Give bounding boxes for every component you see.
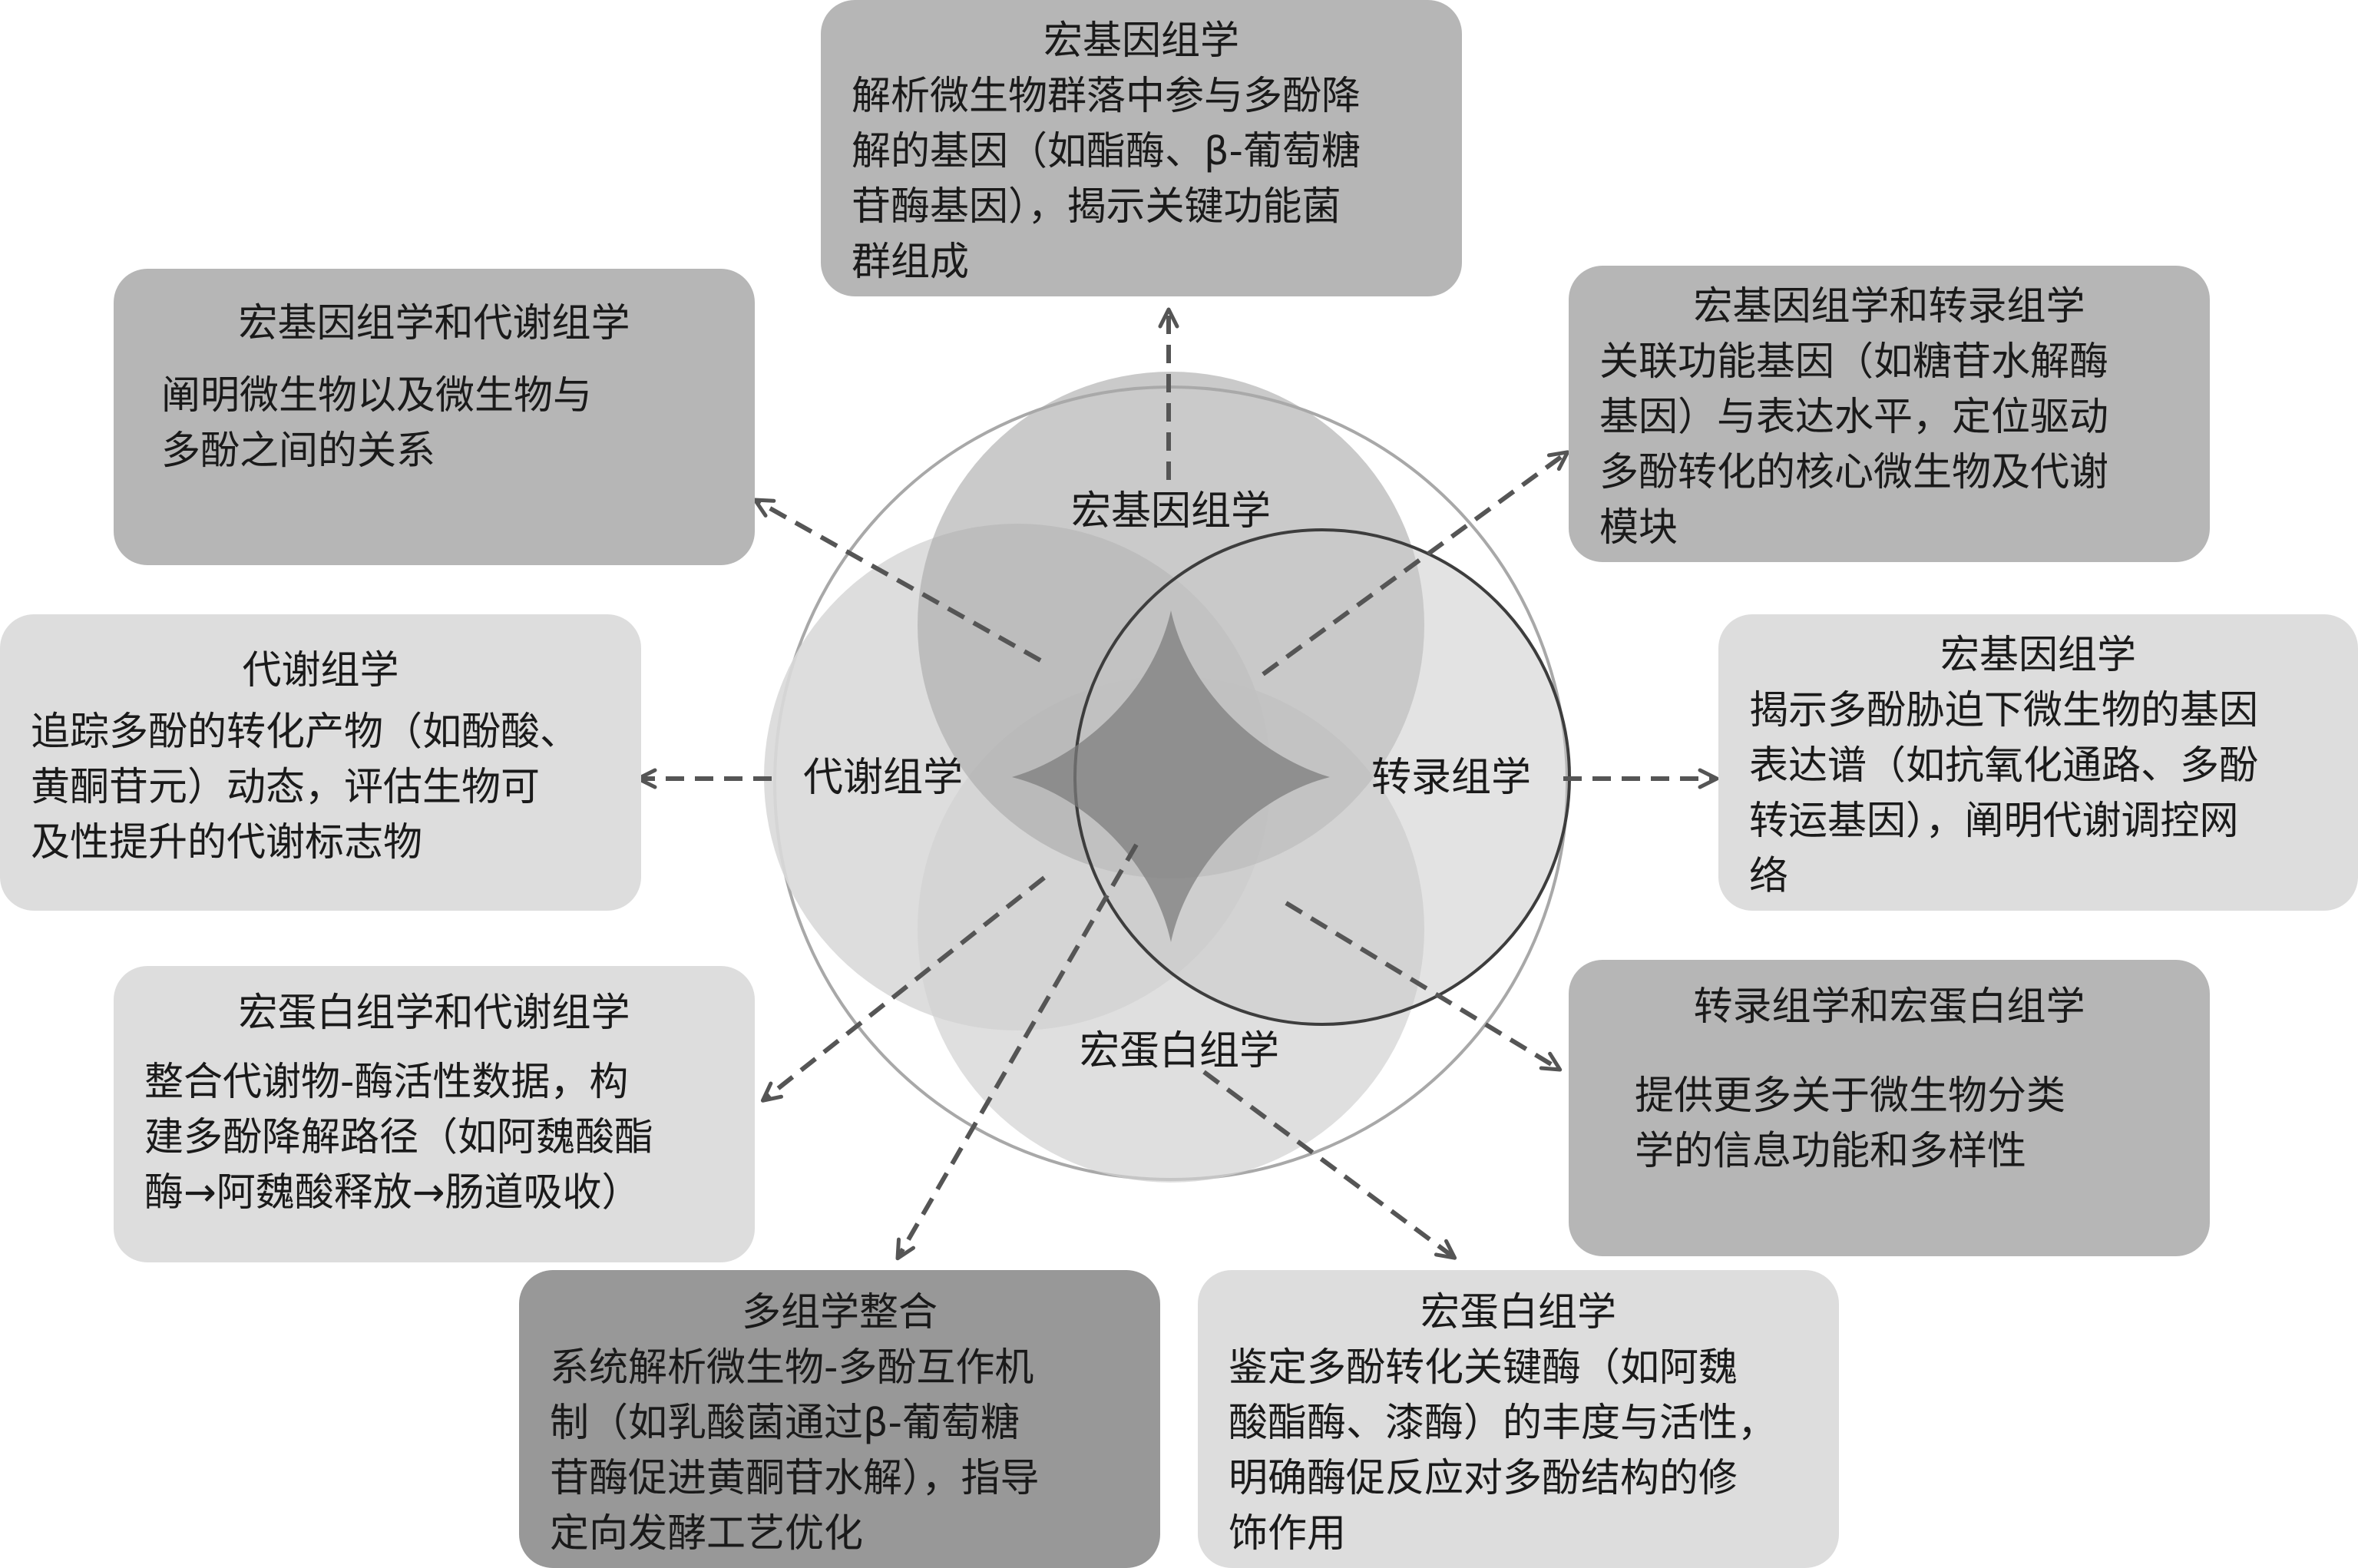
box-metaproteomics-metabolomics: 宏蛋白组学和代谢组学 整合代谢物-酶活性数据，构 建多酚降解路径（如阿魏酸酯 酶… (114, 966, 755, 1262)
box-text: 鉴定多酚转化关键酶（如阿魏 酸酯酶、漆酶）的丰度与活性， 明确酶促反应对多酚结构… (1229, 1345, 1778, 1556)
circle-label-top: 宏基因组学 (1071, 488, 1271, 534)
box-text: 系统解析微生物-多酚互作机 制（如乳酸菌通过β-葡萄糖 苷酶促进黄酮苷水解），指… (550, 1345, 1040, 1556)
arrow-to-top-left (752, 498, 1042, 663)
arrow-to-bottom-left (760, 875, 1046, 1103)
box-title: 转录组学和宏蛋白组学 (1693, 984, 2085, 1030)
box-transcriptomics-metaproteomics: 转录组学和宏蛋白组学 提供更多关于微生物分类 学的信息功能和多样性 (1569, 960, 2210, 1256)
box-title: 宏基因组学和代谢组学 (238, 301, 630, 346)
box-metagenomics-transcriptomics: 宏基因组学和转录组学 关联功能基因（如糖苷水解酶 基因）与表达水平，定位驱动 多… (1569, 266, 2210, 562)
box-metagenomics-right: 宏基因组学 揭示多酚胁迫下微生物的基因 表达谱（如抗氧化通路、多酚 转运基因），… (1718, 614, 2358, 911)
circle-label-left: 代谢组学 (803, 755, 963, 801)
box-text: 提供更多关于微生物分类 学的信息功能和多样性 (1635, 1073, 2066, 1174)
arrow-to-top-right (1262, 450, 1570, 676)
box-title: 宏蛋白组学和代谢组学 (238, 991, 630, 1036)
arrow-to-bottom-center-left (895, 843, 1139, 1261)
box-text: 阐明微生物以及微生物与 多酚之间的关系 (161, 373, 593, 474)
box-text: 关联功能基因（如糖苷水解酶 基因）与表达水平，定位驱动 多酚转化的核心微生物及代… (1599, 339, 2109, 551)
box-title: 代谢组学 (242, 648, 399, 693)
box-metaproteomics-bottom: 宏蛋白组学 鉴定多酚转化关键酶（如阿魏 酸酯酶、漆酶）的丰度与活性， 明确酶促反… (1198, 1270, 1839, 1568)
arrow-to-bottom-center-right (1202, 1070, 1457, 1260)
box-text: 揭示多酚胁迫下微生物的基因 表达谱（如抗氧化通路、多酚 转运基因），阐明代谢调控… (1749, 688, 2259, 899)
circle-label-right: 转录组学 (1371, 755, 1531, 801)
box-metagenomics-metabolomics: 宏基因组学和代谢组学 阐明微生物以及微生物与 多酚之间的关系 (114, 269, 755, 565)
box-title: 宏基因组学和转录组学 (1693, 284, 2085, 329)
circle-label-bottom: 宏蛋白组学 (1080, 1028, 1279, 1074)
box-title: 宏蛋白组学 (1420, 1290, 1616, 1335)
box-text: 追踪多酚的转化产物（如酚酸、 黄酮苷元）动态，评估生物可 及性提升的代谢标志物 (31, 710, 580, 865)
dashed-arrows (636, 307, 1719, 1261)
box-title: 宏基因组学 (1043, 18, 1239, 64)
box-text: 解析微生物群落中参与多酚降 解的基因（如酯酶、β-葡萄糖 苷酶基因），揭示关键功… (852, 74, 1361, 285)
arrow-to-bottom-right-upper (1285, 901, 1563, 1072)
box-metabolomics: 代谢组学 追踪多酚的转化产物（如酚酸、 黄酮苷元）动态，评估生物可 及性提升的代… (0, 614, 641, 911)
box-title: 多组学整合 (741, 1290, 938, 1335)
box-text: 整合代谢物-酶活性数据，构 建多酚降解路径（如阿魏酸酯 酶→阿魏酸释放→肠道吸收… (144, 1060, 654, 1216)
center-overlap-star (1012, 610, 1330, 942)
box-metagenomics-top: 宏基因组学 解析微生物群落中参与多酚降 解的基因（如酯酶、β-葡萄糖 苷酶基因）… (821, 0, 1462, 296)
box-title: 宏基因组学 (1940, 633, 2136, 678)
box-multi-omics-integration: 多组学整合 系统解析微生物-多酚互作机 制（如乳酸菌通过β-葡萄糖 苷酶促进黄酮… (519, 1270, 1160, 1568)
